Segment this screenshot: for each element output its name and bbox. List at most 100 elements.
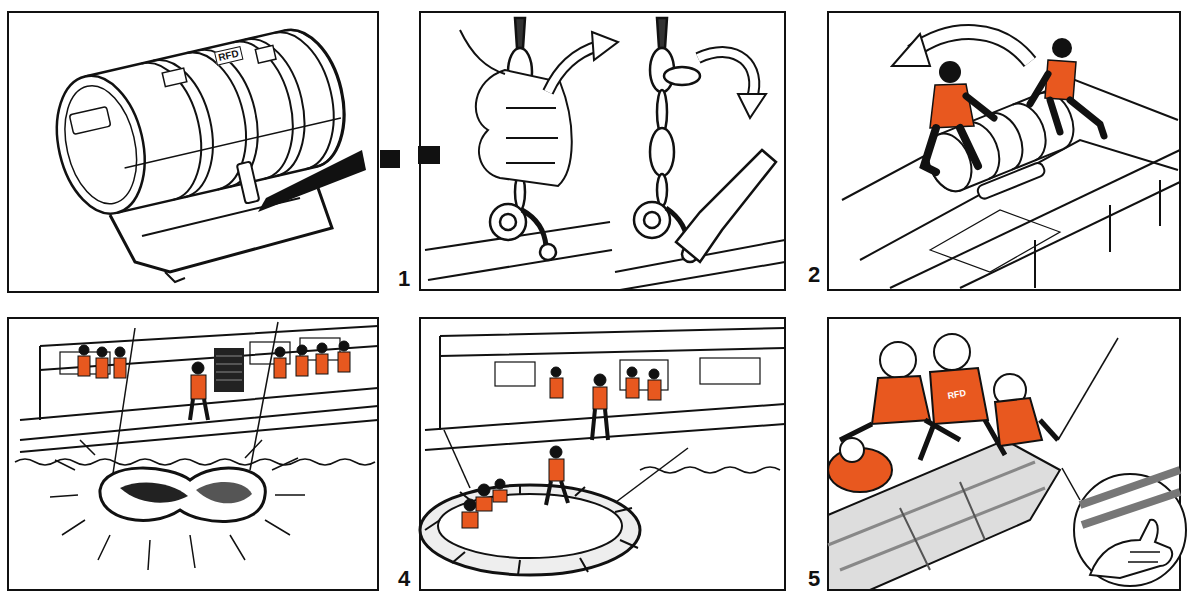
leader-line bbox=[380, 150, 400, 168]
raft-tube bbox=[900, 482, 985, 570]
deck-edge bbox=[428, 250, 612, 280]
motion-arrow bbox=[698, 52, 754, 98]
raft-ring bbox=[425, 484, 638, 575]
motion-arrow bbox=[548, 46, 598, 92]
painter-line bbox=[612, 448, 688, 505]
lashing-chain bbox=[657, 18, 667, 48]
passenger bbox=[275, 347, 285, 357]
survivor bbox=[872, 376, 930, 424]
survivor bbox=[550, 446, 562, 458]
panel-frame bbox=[828, 12, 1180, 290]
motion-arrow bbox=[698, 52, 766, 118]
survivor bbox=[493, 490, 507, 502]
passenger bbox=[96, 358, 108, 378]
ship-door bbox=[214, 348, 244, 392]
passenger bbox=[627, 367, 637, 377]
inflating-raft bbox=[100, 468, 265, 521]
ship bbox=[425, 328, 785, 450]
lashing-chain bbox=[664, 67, 700, 85]
detail-circle bbox=[1074, 470, 1186, 586]
release-lever bbox=[676, 150, 776, 262]
crew-member bbox=[1030, 38, 1104, 136]
deck bbox=[930, 210, 1060, 272]
deck-edge bbox=[425, 222, 785, 290]
motion-arrow bbox=[548, 46, 598, 92]
lashing-chain bbox=[644, 212, 660, 228]
passenger bbox=[594, 374, 606, 386]
passenger bbox=[626, 378, 639, 398]
survivor bbox=[930, 368, 988, 424]
survivor bbox=[462, 512, 478, 528]
passenger bbox=[316, 354, 328, 374]
liferaft-canister bbox=[245, 30, 317, 176]
liferaft-canister bbox=[125, 118, 341, 168]
liferaft-canister bbox=[54, 79, 147, 211]
leader-line bbox=[258, 150, 366, 212]
survivor bbox=[995, 398, 1042, 446]
callout-number: 5 bbox=[808, 568, 820, 590]
callout-number: 1 bbox=[398, 268, 410, 290]
leader-line bbox=[258, 146, 440, 212]
crew-member bbox=[1050, 100, 1104, 136]
lashing-chain bbox=[522, 210, 546, 246]
lashing-chain bbox=[500, 214, 516, 230]
liferaft-canister bbox=[44, 21, 362, 242]
liferaft-canister bbox=[142, 54, 214, 200]
hand bbox=[476, 70, 572, 186]
ship bbox=[20, 326, 378, 452]
survivor bbox=[462, 446, 568, 528]
crew-member bbox=[930, 84, 974, 128]
panel-frame bbox=[420, 12, 785, 290]
survivor bbox=[920, 420, 1005, 460]
ship-door bbox=[216, 356, 242, 380]
motion-arrow bbox=[892, 34, 930, 66]
crew-member bbox=[1045, 60, 1076, 100]
passenger bbox=[339, 341, 349, 351]
crew-member bbox=[966, 96, 994, 118]
ship bbox=[440, 328, 785, 430]
water bbox=[15, 459, 375, 465]
hand bbox=[460, 30, 505, 74]
crew-member bbox=[1030, 74, 1048, 104]
release-lever bbox=[676, 150, 776, 262]
ship-door bbox=[214, 348, 244, 392]
passenger bbox=[317, 343, 327, 353]
passenger bbox=[114, 358, 126, 378]
painter-line bbox=[444, 430, 688, 505]
panel-frame bbox=[8, 12, 378, 292]
passenger bbox=[97, 347, 107, 357]
ship bbox=[40, 326, 378, 420]
deck bbox=[1035, 180, 1160, 288]
callout-number: 2 bbox=[808, 264, 820, 286]
passenger bbox=[649, 369, 659, 379]
panel-frame bbox=[420, 318, 785, 590]
passenger bbox=[192, 362, 204, 374]
raft-ring bbox=[420, 485, 640, 575]
liferaft-canister bbox=[162, 68, 187, 87]
passenger bbox=[338, 352, 350, 372]
panel-frame bbox=[8, 12, 1180, 590]
crew-member bbox=[924, 61, 994, 172]
liferaft-canister bbox=[976, 161, 1046, 200]
survivor bbox=[476, 497, 492, 511]
passenger bbox=[550, 378, 563, 398]
lifeline bbox=[1058, 338, 1118, 500]
detail-circle bbox=[1128, 552, 1160, 562]
passenger bbox=[191, 375, 206, 399]
passenger bbox=[551, 367, 561, 377]
lashing-chain bbox=[634, 202, 670, 238]
inflating-raft bbox=[100, 468, 265, 521]
painter-line bbox=[112, 322, 278, 480]
survivor bbox=[1040, 420, 1058, 440]
passenger bbox=[550, 367, 661, 440]
callout-number: 4 bbox=[398, 568, 410, 590]
cradle bbox=[165, 272, 185, 282]
raft-tube bbox=[828, 440, 1060, 590]
deck bbox=[842, 78, 1178, 200]
liferaft-canister bbox=[44, 67, 157, 222]
burst-lines bbox=[50, 440, 305, 570]
motion-arrow bbox=[738, 94, 766, 118]
passenger bbox=[274, 358, 286, 378]
